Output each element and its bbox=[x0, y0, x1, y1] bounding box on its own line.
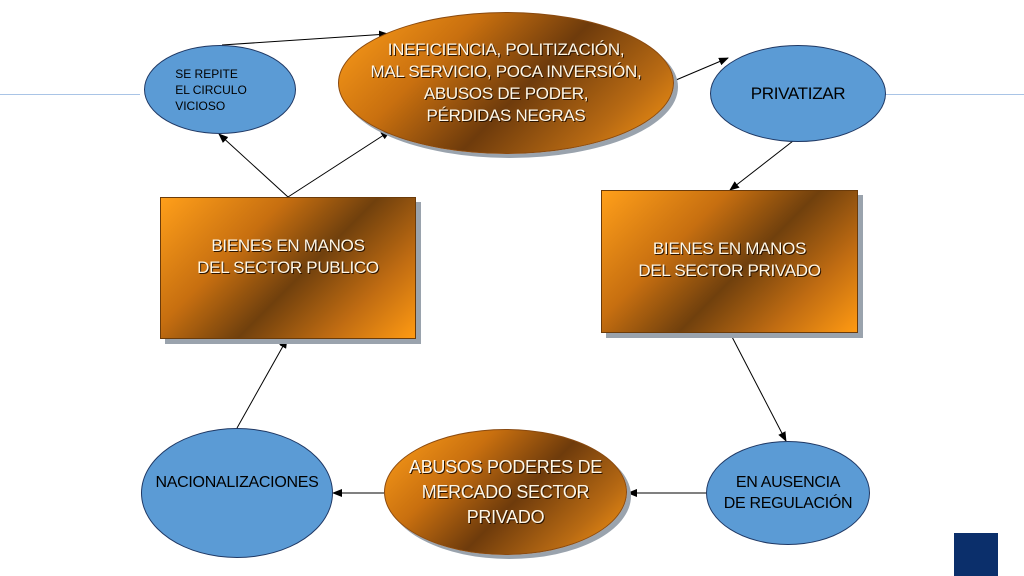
node-bienes-privado-label: BIENES EN MANOS DEL SECTOR PRIVADO bbox=[638, 239, 821, 280]
arrow-publico-to-ineficiencia bbox=[287, 130, 391, 198]
node-abusos-mercado-label: ABUSOS PODERES DE MERCADO SECTOR PRIVADO bbox=[409, 456, 602, 527]
node-bienes-publico: BIENES EN MANOS DEL SECTOR PUBLICO bbox=[160, 197, 416, 339]
arrow-bienes-privado-to-ausencia bbox=[729, 332, 787, 442]
node-nacionalizaciones: NACIONALIZACIONES bbox=[141, 428, 333, 558]
node-ausencia-regulacion: EN AUSENCIA DE REGULACIÓN bbox=[706, 441, 870, 545]
node-abusos-mercado: ABUSOS PODERES DE MERCADO SECTOR PRIVADO bbox=[384, 429, 627, 555]
node-ineficiencia: INEFICIENCIA, POLITIZACIÓN, MAL SERVICIO… bbox=[338, 12, 674, 154]
rule-line-right bbox=[885, 94, 1024, 95]
arrow-ineficiencia-to-privatizar bbox=[675, 57, 729, 81]
rule-line-left bbox=[0, 94, 140, 95]
node-privatizar: PRIVATIZAR bbox=[710, 45, 886, 142]
node-se-repite: SE REPITE EL CIRCULO VICIOSO bbox=[144, 45, 296, 134]
arrow-nacionalizaciones-to-publico bbox=[236, 338, 288, 429]
node-bienes-privado: BIENES EN MANOS DEL SECTOR PRIVADO bbox=[601, 190, 858, 333]
arrow-publico-to-se-repite bbox=[218, 133, 289, 198]
node-se-repite-label: SE REPITE EL CIRCULO VICIOSO bbox=[175, 66, 247, 113]
slide-corner-square bbox=[954, 533, 998, 576]
node-ausencia-regulacion-label: EN AUSENCIA DE REGULACIÓN bbox=[723, 474, 853, 512]
node-bienes-publico-label: BIENES EN MANOS DEL SECTOR PUBLICO bbox=[197, 236, 379, 277]
arrow-se-repite-to-ineficiencia bbox=[221, 30, 389, 46]
node-nacionalizaciones-label: NACIONALIZACIONES bbox=[155, 474, 319, 491]
node-ineficiencia-label: INEFICIENCIA, POLITIZACIÓN, MAL SERVICIO… bbox=[370, 40, 642, 125]
node-privatizar-label: PRIVATIZAR bbox=[750, 83, 846, 103]
arrow-privatizar-to-bienes-privado bbox=[729, 140, 794, 191]
